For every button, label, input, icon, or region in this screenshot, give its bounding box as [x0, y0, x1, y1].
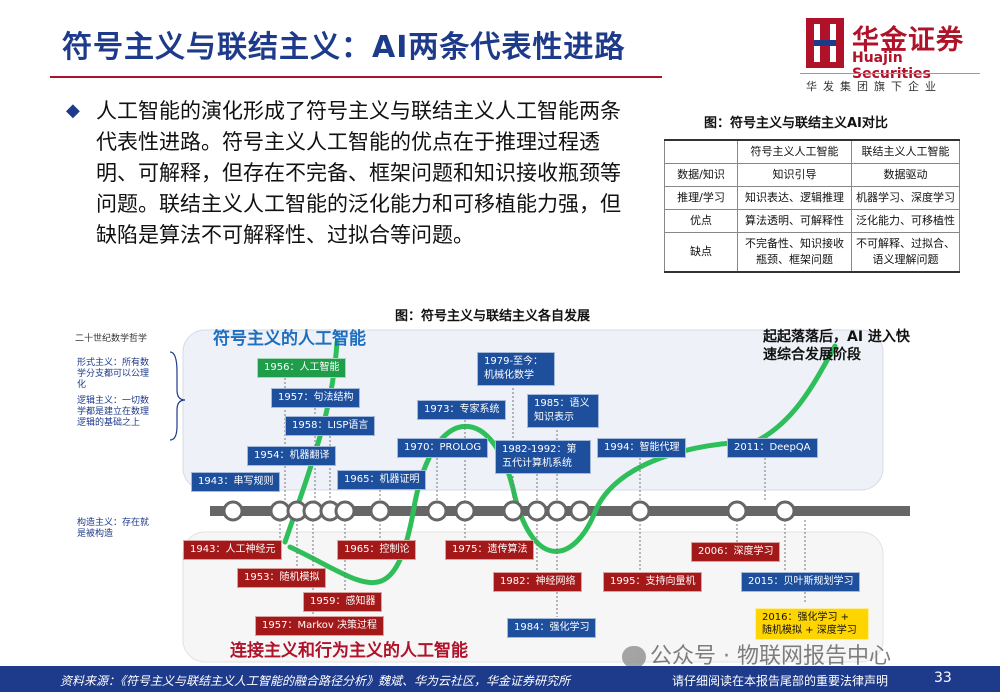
event-box: 1958：LISP语言 — [285, 416, 376, 436]
logo-divider — [800, 73, 980, 74]
event-box: 2006：深度学习 — [691, 542, 781, 562]
event-box: 1959：感知器 — [303, 592, 383, 612]
table-cell: 不完备性、知识接收瓶颈、框架问题 — [736, 232, 853, 273]
event-box: 1943：串写规则 — [191, 472, 281, 492]
logo-mark-icon — [806, 18, 844, 68]
event-box: 1957：Markov 决策过程 — [255, 616, 384, 636]
table-row: 推理/学习 知识表达、逻辑推理 机器学习、深度学习 — [664, 186, 960, 210]
symbolic-ai-title: 符号主义的人工智能 — [213, 329, 366, 349]
timeline-node — [726, 500, 748, 522]
table-cell: 机器学习、深度学习 — [851, 186, 960, 210]
timeline-node — [526, 500, 548, 522]
side-logicism: 逻辑主义：一切数学都是建立在数理逻辑的基础之上 — [77, 396, 150, 428]
table-row: 缺点 不完备性、知识接收瓶颈、框架问题 不可解释、过拟合、语义理解问题 — [664, 232, 960, 273]
table-header-row: 符号主义人工智能 联结主义人工智能 — [664, 139, 960, 164]
footer-bar: 资料来源：《符号主义与联结主义人工智能的融合路径分析》魏斌、华为云社区，华金证券… — [0, 666, 1000, 692]
table-cell: 算法透明、可解释性 — [736, 209, 853, 233]
event-box: 2011：DeepQA — [727, 438, 818, 458]
table-row: 数据/知识 知识引导 数据驱动 — [664, 163, 960, 187]
timeline-node — [774, 500, 796, 522]
timeline-node — [426, 500, 448, 522]
table-header-cell — [664, 139, 738, 164]
page-number: 33 — [934, 670, 952, 686]
logo-name-cn: 华金证券 — [852, 25, 964, 56]
timeline-node — [334, 500, 356, 522]
event-box: 1973：专家系统 — [417, 400, 507, 420]
event-box: 1953：随机模拟 — [237, 568, 327, 588]
timeline-node — [546, 500, 568, 522]
title-rule — [50, 76, 662, 78]
event-box: 1943：人工神经元 — [183, 540, 283, 560]
timeline-node — [302, 500, 324, 522]
event-box: 1956：人工智能 — [257, 358, 347, 378]
comparison-table: 符号主义人工智能 联结主义人工智能 数据/知识 知识引导 数据驱动 推理/学习 … — [664, 139, 960, 273]
table-cell: 缺点 — [664, 232, 738, 273]
event-box: 1982-1992：第五代计算机系统 — [495, 440, 591, 474]
timeline-node — [369, 500, 391, 522]
diamond-icon: ◆ — [66, 100, 80, 121]
company-logo: 华金证券 Huajin Securities 华发集团旗下企业 — [800, 18, 980, 93]
watermark-text: 公众号 · 物联网报告中心 — [650, 644, 891, 669]
logo-subtitle: 华发集团旗下企业 — [806, 80, 942, 93]
event-box: 1982：神经网络 — [493, 572, 583, 592]
event-box: 1965：控制论 — [337, 540, 417, 560]
table-header-cell: 符号主义人工智能 — [736, 139, 853, 164]
connectionist-ai-title: 连接主义和行为主义的人工智能 — [230, 641, 468, 661]
table-cell: 泛化能力、可移植性 — [851, 209, 960, 233]
event-box: 1979-至今：机械化数学 — [477, 352, 555, 386]
table-cell: 推理/学习 — [664, 186, 738, 210]
watermark: 公众号 · 物联网报告中心 — [622, 638, 891, 670]
table-cell: 数据/知识 — [664, 163, 738, 187]
timeline-node — [222, 500, 244, 522]
event-box: 1957：句法结构 — [271, 388, 361, 408]
ai-development-figure: 符号主义的人工智能 连接主义和行为主义的人工智能 起起落落后，AI 进入快速综合… — [75, 322, 925, 670]
page-title: 符号主义与联结主义：AI两条代表性进路 — [62, 30, 626, 65]
table-cell: 优点 — [664, 209, 738, 233]
event-box: 1975：遗传算法 — [445, 540, 535, 560]
event-box: 1984：强化学习 — [507, 618, 597, 638]
event-box: 1995：支持向量机 — [603, 572, 703, 592]
event-box: 1994：智能代理 — [597, 438, 687, 458]
figure-caption: 图：符号主义与联结主义各自发展 — [395, 309, 591, 324]
event-box: 2016：强化学习 + 随机模拟 + 深度学习 — [755, 608, 869, 640]
table-cell: 不可解释、过拟合、语义理解问题 — [851, 232, 960, 273]
event-box: 1954：机器翻译 — [247, 446, 337, 466]
event-box: 1970：PROLOG — [397, 438, 489, 458]
table-row: 优点 算法透明、可解释性 泛化能力、可移植性 — [664, 209, 960, 233]
wechat-icon — [622, 646, 646, 668]
logo-name-en: Huajin Securities — [852, 50, 931, 82]
table-cell: 知识表达、逻辑推理 — [736, 186, 853, 210]
table-cell: 知识引导 — [736, 163, 853, 187]
timeline-node — [269, 500, 291, 522]
timeline-node — [454, 500, 476, 522]
table-header-cell: 联结主义人工智能 — [851, 139, 960, 164]
timeline-node — [569, 500, 591, 522]
event-box: 2015：贝叶斯规划学习 — [741, 572, 861, 592]
side-constructivism: 构造主义：存在就是被构造 — [77, 518, 150, 539]
footer-legal-notice: 请仔细阅读在本报告尾部的重要法律声明 — [672, 674, 889, 688]
table-caption: 图：符号主义与联结主义AI对比 — [704, 116, 888, 131]
side-formalism: 形式主义：所有数学分支都可以公理化 — [77, 358, 150, 390]
body-paragraph: 人工智能的演化形成了符号主义与联结主义人工智能两条代表性进路。符号主义人工智能的… — [96, 99, 621, 247]
event-box: 1965：机器证明 — [337, 470, 427, 490]
development-note: 起起落落后，AI 进入快速综合发展阶段 — [763, 329, 910, 363]
timeline-node — [502, 500, 524, 522]
side-brace — [169, 351, 186, 441]
timeline-node — [629, 500, 651, 522]
table-cell: 数据驱动 — [851, 163, 960, 187]
footer-source: 资料来源：《符号主义与联结主义人工智能的融合路径分析》魏斌、华为云社区，华金证券… — [60, 674, 571, 688]
event-box: 1985：语义知识表示 — [527, 394, 599, 428]
side-heading: 二十世纪数学哲学 — [75, 334, 148, 344]
